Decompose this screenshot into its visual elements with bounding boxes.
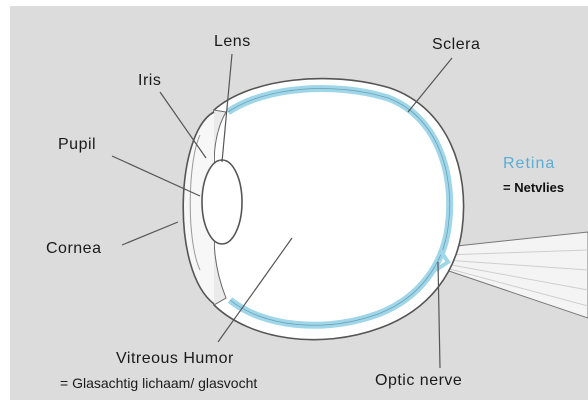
leader-iris xyxy=(160,92,206,158)
label-lens: Lens xyxy=(214,33,251,51)
label-vitreous-humor: Vitreous Humor xyxy=(116,350,234,368)
sclera xyxy=(214,79,464,340)
label-optic-nerve: Optic nerve xyxy=(375,372,462,390)
label-cornea: Cornea xyxy=(46,240,101,258)
optic-nerve-bundle xyxy=(438,232,588,318)
label-retina: Retina xyxy=(503,155,555,173)
label-vitreous-dutch: = Glasachtig lichaam/ glasvocht xyxy=(60,375,257,391)
label-retina-dutch: = Netvlies xyxy=(503,180,564,195)
lens xyxy=(202,160,242,244)
leader-cornea xyxy=(122,222,178,245)
label-pupil: Pupil xyxy=(58,136,96,154)
label-iris: Iris xyxy=(138,72,161,90)
leader-sclera xyxy=(408,58,452,112)
label-sclera: Sclera xyxy=(432,36,480,54)
